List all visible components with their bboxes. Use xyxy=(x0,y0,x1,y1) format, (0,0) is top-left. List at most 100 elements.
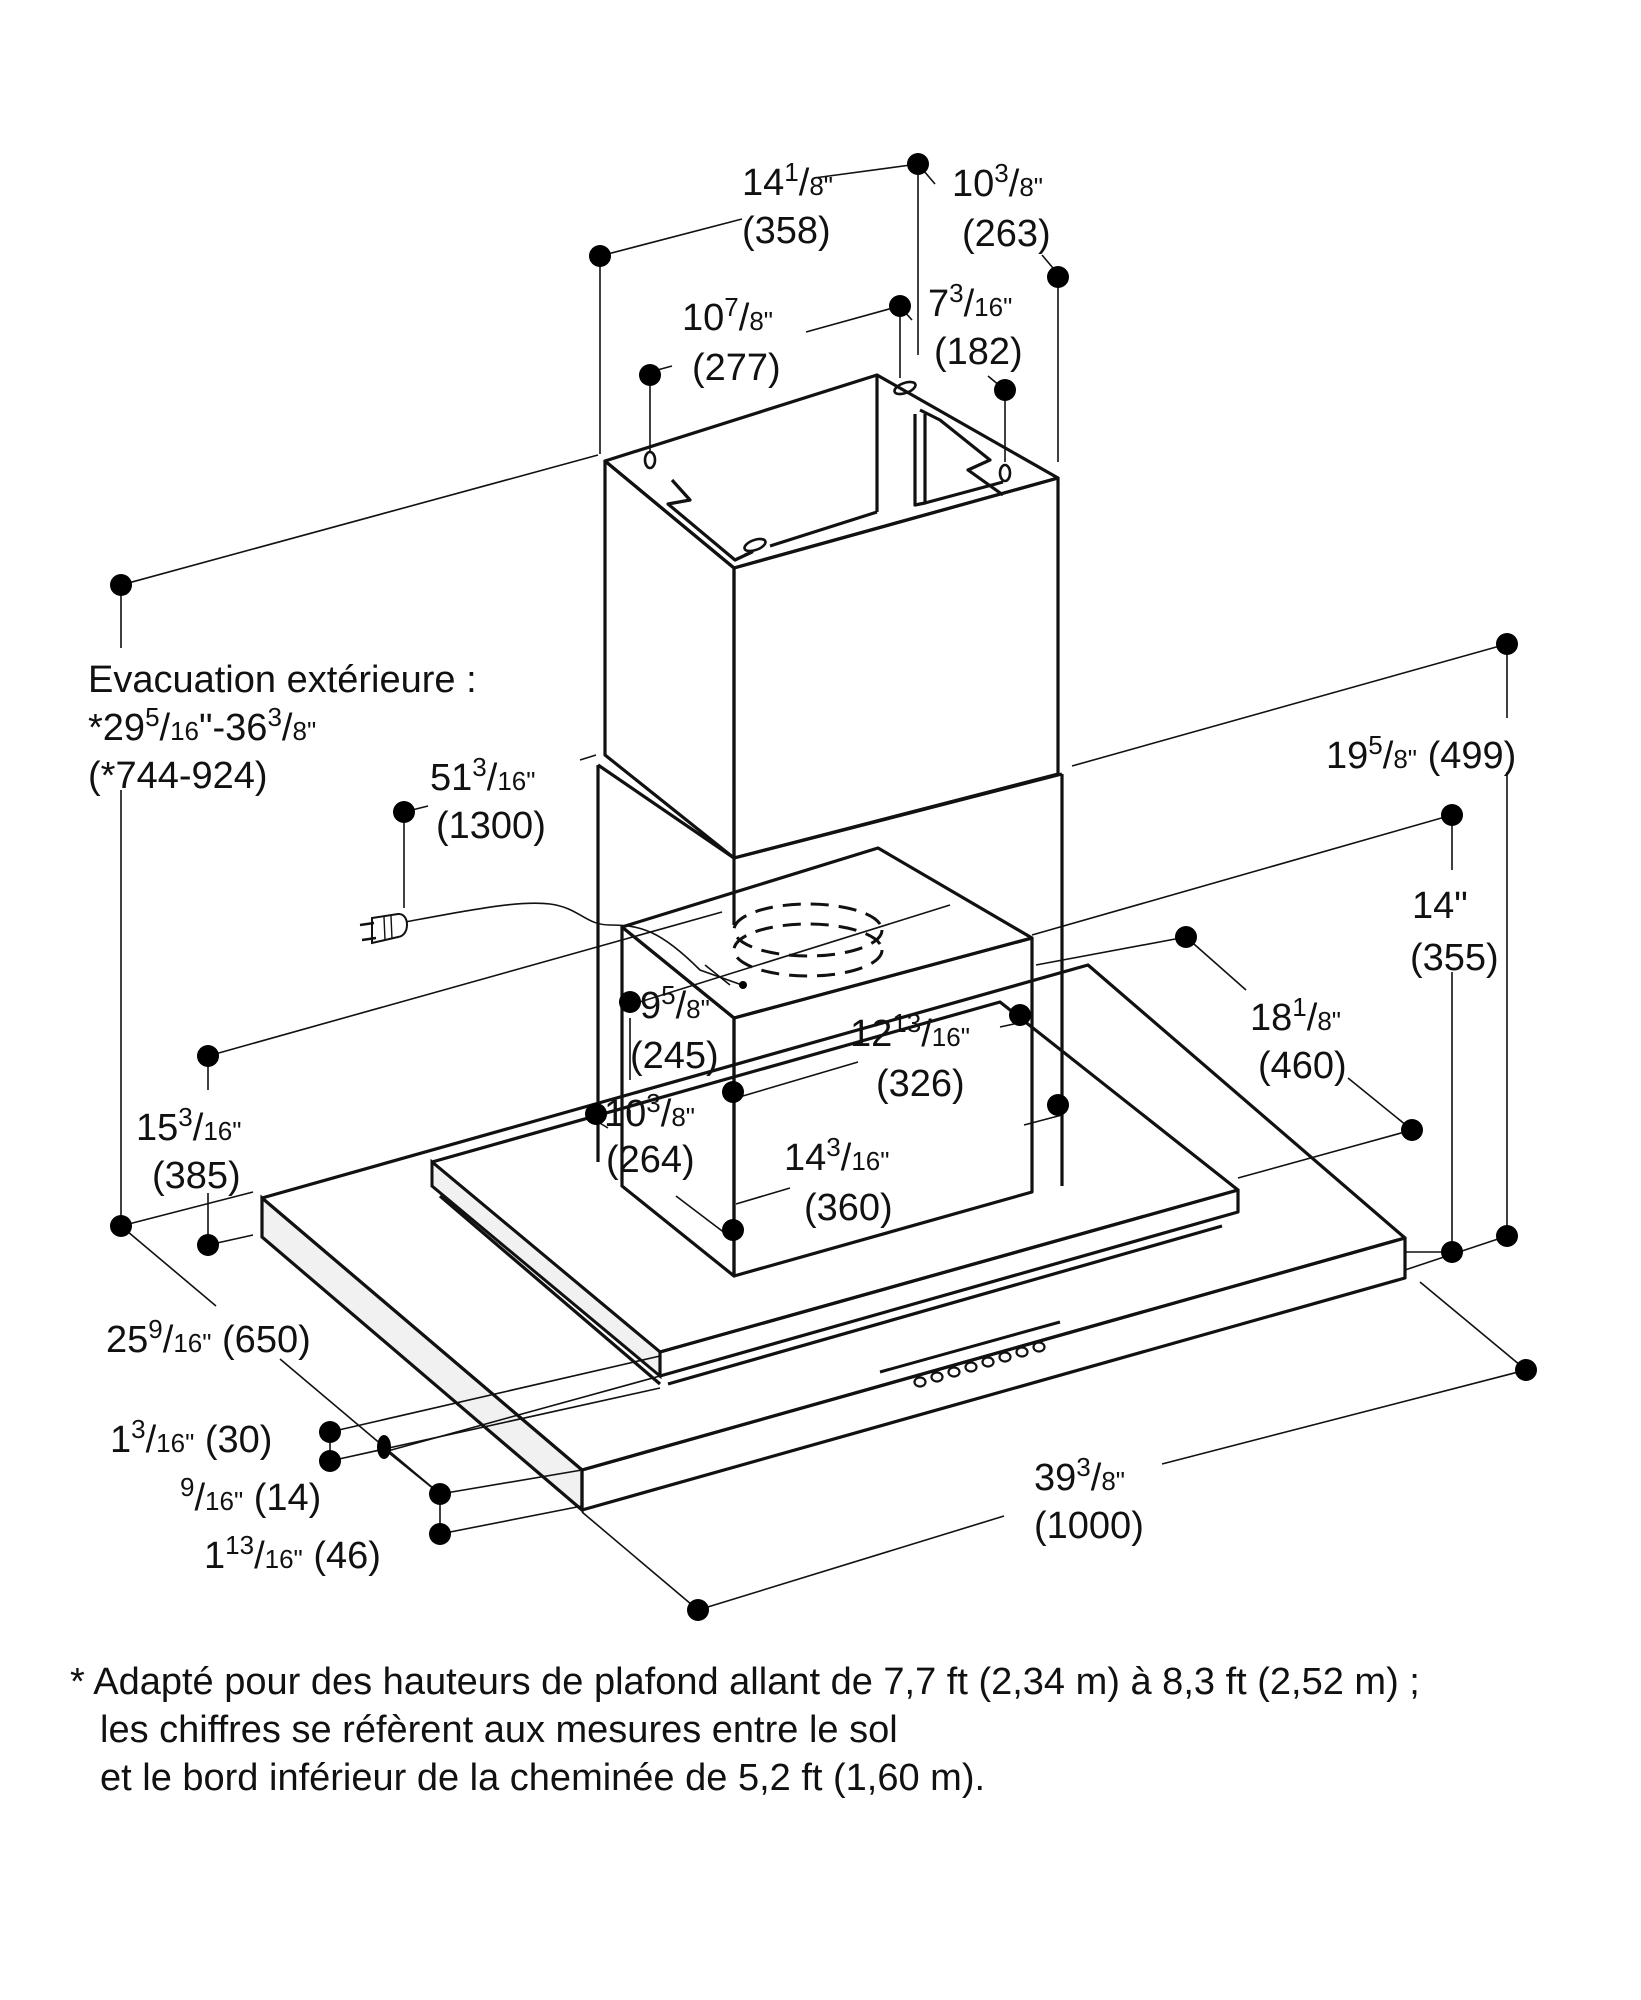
control-button-icon xyxy=(930,1371,944,1383)
evacuation-note: Evacuation extérieure :*295/16"-363/8"(*… xyxy=(88,659,477,797)
whole-inches: 1 xyxy=(110,1419,131,1461)
dimension-metric: (326) xyxy=(876,1063,965,1105)
dimension-metric: (245) xyxy=(630,1035,719,1077)
fraction-denominator: 8 xyxy=(749,306,763,336)
fraction-denominator: 16 xyxy=(265,1544,294,1574)
dimension-box-depth: 103/8"(264) xyxy=(604,1088,695,1181)
inch-mark: " xyxy=(202,1328,211,1358)
fraction-slash: / xyxy=(799,162,810,204)
fraction-numerator: 3 xyxy=(994,158,1008,188)
inch-mark: " xyxy=(1116,1466,1125,1496)
range-end-whole: "-36 xyxy=(199,707,267,749)
dimension-metric: (30) xyxy=(194,1419,272,1461)
motor-box-front xyxy=(732,936,1034,1278)
fan-outlet-outline xyxy=(732,902,884,958)
dimension-metric: (358) xyxy=(742,210,831,252)
whole-inches: 10 xyxy=(604,1093,646,1135)
fraction-numerator: 1 xyxy=(784,157,798,187)
evacuation-range-metric: (*744-924) xyxy=(88,755,268,797)
whole-inches: 7 xyxy=(928,283,949,325)
control-button-icon xyxy=(1032,1341,1046,1353)
control-button-icon xyxy=(981,1356,995,1368)
fraction-numerator: 7 xyxy=(724,292,738,322)
fraction-denominator: 8 xyxy=(1393,744,1407,774)
inch-mark: " xyxy=(880,1146,889,1176)
inch-mark: " xyxy=(307,716,316,746)
fraction-numerator: 1 xyxy=(1292,992,1306,1022)
fraction-denominator: 8 xyxy=(1019,172,1033,202)
dimension-cord-offset: 153/16" (385) xyxy=(136,1102,241,1197)
dimension-points xyxy=(110,153,1537,1621)
fraction-slash: / xyxy=(1091,1457,1102,1499)
dimension-metric: (385) xyxy=(152,1155,241,1197)
fraction-numerator: 13 xyxy=(892,1008,921,1038)
dimension-duct-height: 95/8"(245) xyxy=(630,980,719,1077)
fraction-numerator: 3 xyxy=(131,1414,145,1444)
inch-mark: " xyxy=(1034,172,1043,202)
dimension-imperial: 103/8" xyxy=(952,158,1043,205)
control-buttons xyxy=(879,1320,1061,1388)
evacuation-range-imperial: *295/16"-363/8" xyxy=(88,702,316,749)
fraction-slash: / xyxy=(1307,997,1318,1039)
dimension-imperial: 14" xyxy=(1412,885,1468,927)
fraction-denominator: 16 xyxy=(156,1428,185,1458)
fraction-denominator: 8 xyxy=(1317,1006,1331,1036)
fraction-denominator: 16 xyxy=(205,1486,234,1516)
fraction-denominator: 8 xyxy=(686,994,700,1024)
inch-mark: " xyxy=(294,1544,303,1574)
dimension-box-front: 143/16"(360) xyxy=(784,1132,893,1229)
inch-mark: " xyxy=(185,1428,194,1458)
fraction-numerator: 9 xyxy=(148,1314,162,1344)
dimension-metric: (263) xyxy=(962,213,1051,255)
dimension-body-thickness: 113/16" (46) xyxy=(204,1530,381,1577)
dimension-labels: 141/8"(358)103/8"(263)107/8"(277)73/16"(… xyxy=(88,157,1516,1577)
upper-chimney-top xyxy=(603,373,1060,570)
range-end-denominator: 8 xyxy=(292,716,306,746)
fraction-slash: / xyxy=(193,1107,204,1149)
range-start-denominator: 16 xyxy=(170,716,199,746)
whole-inches: 25 xyxy=(106,1319,148,1361)
fraction-numerator: 3 xyxy=(178,1102,192,1132)
fraction-slash: / xyxy=(661,1093,672,1135)
fraction-denominator: 16 xyxy=(932,1022,961,1052)
fraction-denominator: 8 xyxy=(809,171,823,201)
inch-mark: " xyxy=(961,1022,970,1052)
whole-inches: 18 xyxy=(1250,997,1292,1039)
dimension-canopy-depth-inner: 14"(355) xyxy=(1410,885,1499,979)
dimension-imperial: 103/8" xyxy=(604,1088,695,1135)
fraction-slash: / xyxy=(160,707,171,749)
whole-inches: 1 xyxy=(204,1535,225,1577)
dimension-imperial: 153/16" xyxy=(136,1102,241,1149)
dimension-chimney-depth-top: 141/8" (358) xyxy=(742,157,833,252)
footnote-line-3: et le bord inférieur de la cheminée de 5… xyxy=(100,1757,986,1799)
fraction-slash: / xyxy=(254,1535,265,1577)
dimension-imperial: 181/8" xyxy=(1250,992,1341,1039)
whole-inches: 10 xyxy=(682,297,724,339)
fraction-denominator: 8 xyxy=(671,1102,685,1132)
whole-inches: 9 xyxy=(640,985,661,1027)
inch-mark: " xyxy=(701,994,710,1024)
dimension-imperial: 13/16" (30) xyxy=(110,1414,272,1461)
fraction-slash: / xyxy=(739,297,750,339)
fraction-numerator: 9 xyxy=(180,1472,194,1502)
dimension-imperial: 141/8" xyxy=(742,157,833,204)
whole-inches: 39 xyxy=(1034,1457,1076,1499)
plug-icon xyxy=(359,913,408,945)
dimension-metric: (1300) xyxy=(436,805,546,847)
inch-mark: " xyxy=(1003,292,1012,322)
fraction-slash: / xyxy=(163,1319,174,1361)
inch-mark: " xyxy=(526,766,535,796)
footnote-line-1: * Adapté pour des hauteurs de plafond al… xyxy=(70,1661,1420,1703)
control-button-icon xyxy=(998,1351,1012,1363)
whole-inches: 12 xyxy=(850,1013,892,1055)
upper-chimney-front xyxy=(732,476,1060,860)
fraction-slash: / xyxy=(921,1013,932,1055)
dimension-imperial: 195/8" (499) xyxy=(1326,730,1516,777)
dimension-lines xyxy=(120,163,1527,1611)
fraction-numerator: 3 xyxy=(1076,1452,1090,1482)
whole-inches: 19 xyxy=(1326,735,1368,777)
dimension-imperial: 107/8" xyxy=(682,292,773,339)
dimension-metric: (264) xyxy=(606,1139,695,1181)
fraction-slash: / xyxy=(194,1477,205,1519)
